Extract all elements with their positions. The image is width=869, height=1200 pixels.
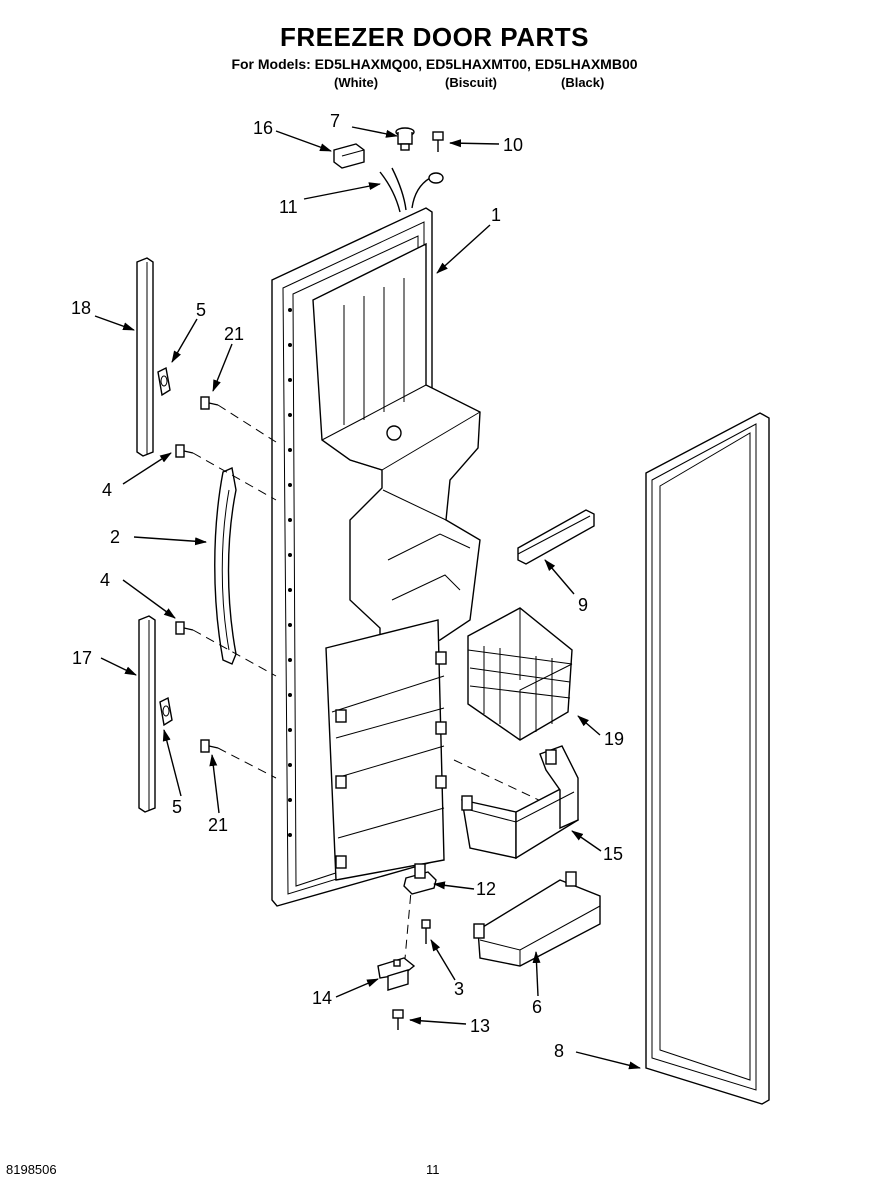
model-list: For Models: ED5LHAXMQ00, ED5LHAXMT00, ED… [231, 56, 638, 72]
callout-21-upper: 21 [224, 324, 244, 344]
callout-11: 11 [279, 197, 298, 217]
door-handle [214, 466, 237, 665]
trim-strip-lower [138, 615, 156, 813]
screw-10 [432, 131, 444, 152]
callout-9: 9 [578, 595, 588, 615]
document-number: 8198506 [6, 1162, 57, 1177]
hinge-bracket [377, 957, 416, 991]
callout-13: 13 [470, 1016, 490, 1036]
callout-6: 6 [532, 997, 542, 1017]
color-biscuit: (Biscuit) [445, 75, 497, 90]
screw-3 [421, 919, 431, 944]
retainer-bar [517, 509, 595, 565]
callout-21-lower: 21 [208, 815, 228, 835]
wire-harness [379, 167, 444, 213]
connector-block [333, 143, 365, 169]
door-bin-15 [461, 745, 579, 860]
trim-strip-upper [136, 257, 154, 457]
callout-10: 10 [503, 135, 523, 155]
callout-7: 7 [330, 111, 340, 131]
callout-2: 2 [110, 527, 120, 547]
callout-12: 12 [476, 879, 496, 899]
door-panel [271, 207, 481, 907]
screw-4-lower [175, 621, 194, 635]
door-gasket [645, 412, 770, 1105]
wire-basket [467, 607, 573, 741]
shelf-6 [473, 871, 601, 967]
callout-labels: 16 7 10 11 1 18 5 21 4 2 4 17 5 21 9 19 … [71, 111, 624, 1061]
callout-8: 8 [554, 1041, 564, 1061]
callout-18: 18 [71, 298, 91, 318]
page-number: 11 [426, 1162, 440, 1177]
callout-1: 1 [491, 205, 501, 225]
screw-4-upper [175, 444, 194, 458]
callout-5-upper: 5 [196, 300, 206, 320]
hinge-pin [403, 863, 437, 895]
alignment-lines [192, 404, 561, 971]
color-white: (White) [334, 75, 379, 90]
leader-arrows [94, 126, 641, 1070]
screw-13 [392, 1009, 404, 1030]
plug [395, 127, 415, 151]
trim-clip-lower [159, 696, 173, 727]
callout-4-upper: 4 [102, 480, 112, 500]
door-screw-holes [288, 308, 292, 837]
trim-clip-upper [157, 366, 171, 397]
screw-21-lower [200, 739, 219, 753]
callout-14: 14 [312, 988, 332, 1008]
callout-17: 17 [72, 648, 92, 668]
callout-4-lower: 4 [100, 570, 110, 590]
callout-3: 3 [454, 979, 464, 999]
page-title: FREEZER DOOR PARTS [280, 22, 589, 52]
screw-21-upper [200, 396, 219, 410]
color-black: (Black) [561, 75, 605, 90]
callout-16: 16 [253, 118, 273, 138]
callout-19: 19 [604, 729, 624, 749]
callout-5-lower: 5 [172, 797, 182, 817]
callout-15: 15 [603, 844, 623, 864]
